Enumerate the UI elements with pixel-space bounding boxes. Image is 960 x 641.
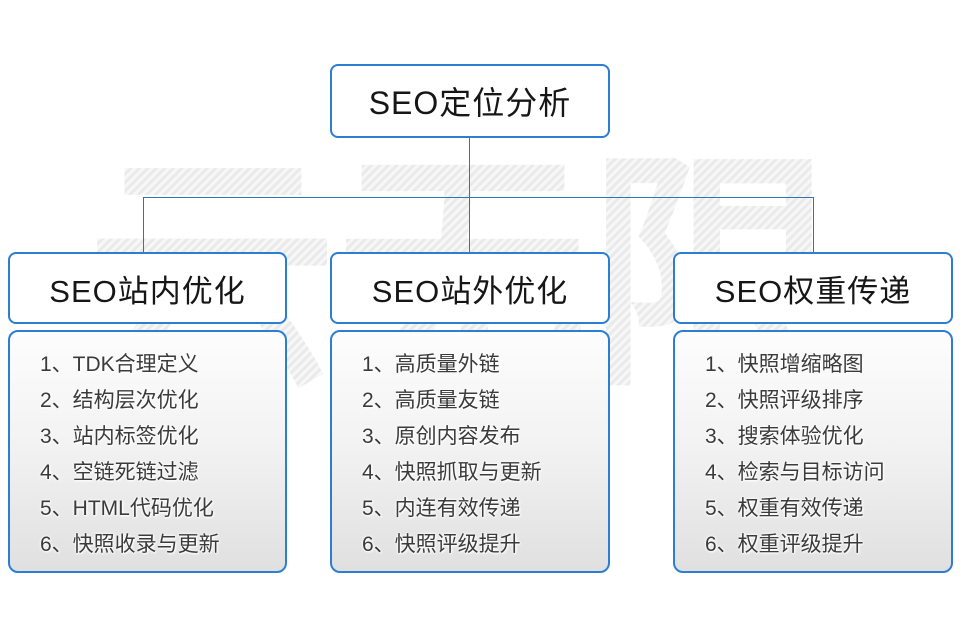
branch-header-label: SEO权重传递 <box>714 273 912 309</box>
list-item: 2、高质量友链 <box>362 389 500 412</box>
branch-header-weight: SEO权重传递 <box>673 252 953 324</box>
list-item: 6、权重评级提升 <box>705 533 864 556</box>
item-panel-offsite: 1、高质量外链 2、高质量友链 3、原创内容发布 4、快照抓取与更新 5、内连有… <box>330 330 610 573</box>
list-item: 4、空链死链过滤 <box>40 461 199 484</box>
list-item: 4、快照抓取与更新 <box>362 461 542 484</box>
list-item: 3、原创内容发布 <box>362 425 521 448</box>
list-item: 1、快照增缩略图 <box>705 353 864 376</box>
connector-root-vertical <box>469 138 470 198</box>
root-node: SEO定位分析 <box>330 64 610 138</box>
item-panel-weight: 1、快照增缩略图 2、快照评级排序 3、搜索体验优化 4、检索与目标访问 5、权… <box>673 330 953 573</box>
list-item: 3、站内标签优化 <box>40 425 199 448</box>
list-item: 4、检索与目标访问 <box>705 461 885 484</box>
list-item: 2、快照评级排序 <box>705 389 864 412</box>
list-item: 5、内连有效传递 <box>362 497 521 520</box>
list-item: 2、结构层次优化 <box>40 389 199 412</box>
list-item: 5、权重有效传递 <box>705 497 864 520</box>
branch-header-label: SEO站外优化 <box>371 273 569 309</box>
list-item: 5、HTML代码优化 <box>40 497 214 520</box>
list-item: 3、搜索体验优化 <box>705 425 864 448</box>
connector-drop-right <box>813 197 814 253</box>
connector-drop-middle <box>469 197 470 253</box>
connector-drop-left <box>143 197 144 253</box>
branch-header-onsite: SEO站内优化 <box>8 252 287 324</box>
item-panel-onsite: 1、TDK合理定义 2、结构层次优化 3、站内标签优化 4、空链死链过滤 5、H… <box>8 330 287 573</box>
branch-header-label: SEO站内优化 <box>49 273 246 309</box>
list-item: 6、快照收录与更新 <box>40 533 220 556</box>
branch-header-offsite: SEO站外优化 <box>330 252 610 324</box>
list-item: 1、TDK合理定义 <box>40 353 199 376</box>
root-node-label: SEO定位分析 <box>368 85 572 121</box>
list-item: 6、快照评级提升 <box>362 533 521 556</box>
connector-horizontal <box>143 197 814 198</box>
list-item: 1、高质量外链 <box>362 353 500 376</box>
